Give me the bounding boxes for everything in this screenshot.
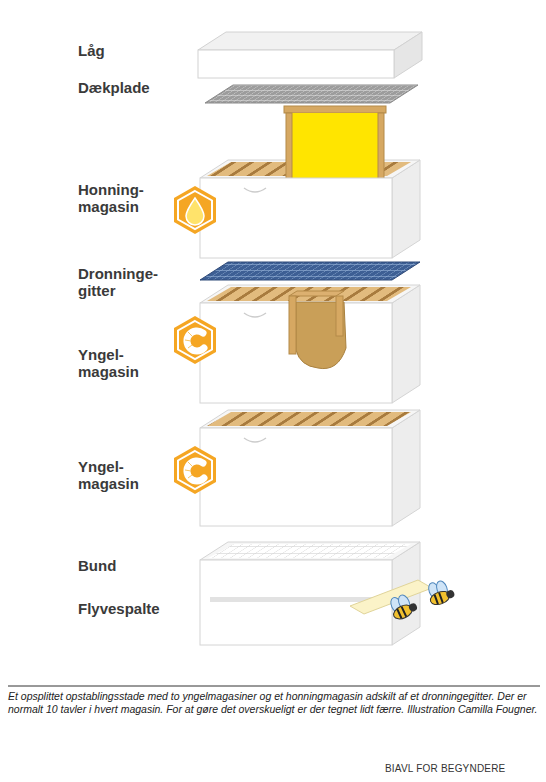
frame-bars (207, 412, 411, 426)
box-front (200, 178, 392, 258)
figure-caption: Et opsplittet opstablingsstade med to yn… (8, 690, 540, 716)
part-label: Honning- magasin (78, 181, 173, 215)
floor-mesh (208, 544, 411, 558)
floor-rim (200, 542, 420, 560)
box-rim (200, 410, 420, 428)
handle-notch (244, 438, 266, 442)
box-side (392, 410, 420, 526)
box-rim (200, 285, 420, 303)
cover-board (205, 85, 418, 103)
watermark: BIAVL FOR BEGYNDERE (385, 763, 535, 775)
part-label: Yngel- magasin (78, 458, 173, 492)
part-label: Dækplade (78, 79, 173, 96)
hexagon-icon (174, 446, 216, 494)
frame-side-bar (378, 113, 384, 179)
frame-side-bar (286, 113, 292, 179)
queen-excluder (200, 262, 420, 280)
frame-top-bar (284, 106, 386, 113)
bee (425, 577, 456, 607)
box-front (200, 428, 392, 526)
frame-bars (207, 287, 411, 301)
caption-rule (8, 686, 540, 687)
hexagon-icon (174, 186, 216, 234)
bee-stripes (397, 607, 406, 619)
frame-top-bar (289, 291, 344, 296)
lid-side (394, 32, 422, 78)
part-label: Dronninge- gitter (78, 265, 173, 299)
honey-comb (292, 113, 378, 179)
hexagon-border (178, 191, 212, 229)
larva-segments (185, 462, 192, 478)
frame-side-bar (336, 296, 343, 336)
lid-top (198, 32, 422, 50)
bee (387, 590, 419, 621)
frame-side-bar (289, 296, 296, 354)
part-label: Yngel- magasin (78, 346, 173, 380)
bee-head (408, 602, 419, 613)
part-label: Flyvespalte (78, 600, 173, 617)
part-label: Bund (78, 557, 173, 574)
entrance-slot (210, 597, 386, 602)
hexagon-border (178, 321, 212, 359)
box-side (392, 285, 420, 403)
hexagon-border (178, 451, 212, 489)
bee-stripes (434, 592, 442, 604)
honey-drop-symbol (186, 198, 204, 225)
bee-head (445, 589, 455, 599)
handle-notch (244, 313, 266, 317)
handle-notch (244, 188, 266, 192)
part-label: Låg (78, 42, 173, 59)
entrance-reducer (350, 580, 432, 614)
lid-front (198, 50, 394, 78)
larva-segments (185, 332, 192, 348)
hexagon-icon (174, 316, 216, 364)
